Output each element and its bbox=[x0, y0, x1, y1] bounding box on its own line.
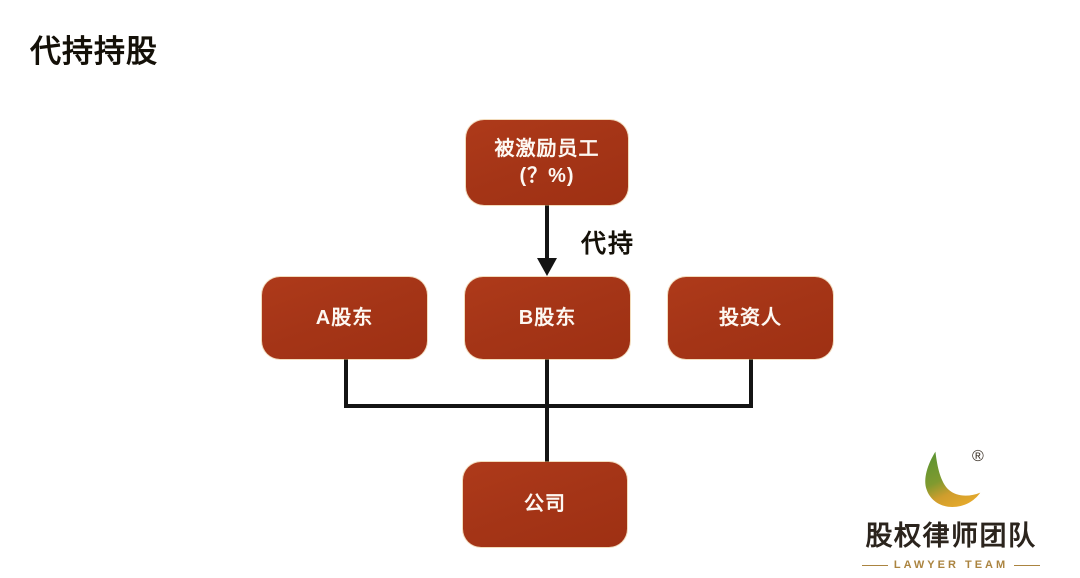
logo-subtitle: LAWYER TEAM bbox=[893, 559, 1009, 571]
node-label: B股东 bbox=[518, 306, 577, 329]
node-label: A股东 bbox=[315, 306, 374, 329]
subtitle-rule-right bbox=[1014, 564, 1040, 566]
node-shareholder-b: B股东 bbox=[465, 277, 630, 359]
node-company: 公司 bbox=[463, 462, 627, 547]
page-title: 代持持股 bbox=[30, 34, 158, 69]
node-label: 投资人 bbox=[719, 306, 782, 329]
lawyer-team-logo: ® 股权律师团队 LAWYER TEAM bbox=[862, 436, 1040, 571]
logo-mark: ® bbox=[862, 436, 1040, 514]
node-sublabel: (？%) bbox=[519, 164, 575, 187]
node-shareholder-a: A股东 bbox=[262, 277, 427, 359]
leaf-icon bbox=[925, 451, 981, 507]
node-investor: 投资人 bbox=[668, 277, 833, 359]
node-label: 公司 bbox=[524, 493, 566, 515]
node-label: 被激励员工 bbox=[494, 137, 600, 160]
subtitle-rule-left bbox=[862, 564, 888, 566]
arrow-head bbox=[537, 258, 557, 276]
node-incentivized-employee: 被激励员工 (？%) bbox=[466, 120, 628, 205]
logo-name: 股权律师团队 bbox=[865, 521, 1037, 551]
logo-subtitle-row: LAWYER TEAM bbox=[862, 559, 1040, 571]
registered-trademark-icon: ® bbox=[972, 448, 984, 465]
edge-label-daichi: 代持 bbox=[581, 230, 636, 258]
